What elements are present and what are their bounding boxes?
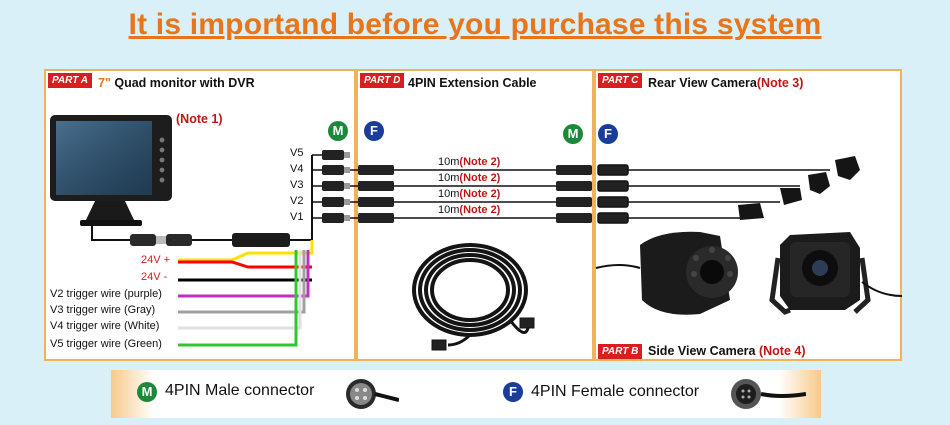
male-connector-label: 4PIN Male connector (165, 382, 315, 399)
male-plug-image (346, 379, 399, 409)
female-connector-icon: F (598, 124, 618, 144)
wire-label-24v-minus: 24V - (141, 271, 168, 283)
video-branches (312, 154, 322, 219)
note-1: (Note 1) (176, 112, 223, 126)
cable-label-2: 10m(Note 2) (438, 172, 501, 184)
side-camera-image (595, 231, 738, 315)
female-connector-icon: F (364, 121, 384, 141)
cable-label-1: 10m(Note 2) (438, 156, 501, 168)
part-d-title: 4PIN Extension Cable (408, 76, 537, 90)
rear-camera-image (769, 232, 903, 315)
female-connector-icon: F (503, 382, 523, 402)
part-b-tag: PART B (598, 344, 643, 359)
channel-label-v3: V3 (290, 179, 304, 191)
headline: It is importand before you purchase this… (128, 8, 822, 41)
part-c-tag: PART C (598, 73, 643, 88)
extension-cables (350, 165, 592, 223)
channel-label-v2: V2 (290, 195, 304, 207)
cable-label-3: 10m(Note 2) (438, 188, 501, 200)
part-c-title: Rear View Camera(Note 3) (648, 76, 804, 90)
cable-label-4: 10m(Note 2) (438, 204, 501, 216)
wire-label-v5-trigger: V5 trigger wire (Green) (50, 338, 162, 350)
harness-connector-1 (130, 234, 192, 246)
channel-label-v5: V5 (290, 147, 304, 159)
part-d-tag: PART D (360, 73, 405, 88)
male-connector-icon: M (563, 124, 583, 144)
panel-a-connectors (322, 150, 350, 223)
mini-cameras (738, 156, 860, 220)
wire-label-24v-plus: 24V + (141, 254, 171, 266)
camera-cables (597, 164, 830, 224)
male-connector-icon: M (137, 382, 157, 402)
part-a-title: 7" Quad monitor with DVR (98, 76, 255, 90)
coiled-cable-image (412, 243, 535, 351)
channel-label-v1: V1 (290, 211, 304, 223)
female-connector-label: 4PIN Female connector (531, 383, 700, 400)
male-connector-icon: M (328, 121, 348, 141)
wire-label-v4-trigger: V4 trigger wire (White) (50, 320, 160, 332)
wire-label-v3-trigger: V3 trigger wire (Gray) (50, 304, 156, 316)
part-a-tag: PART A (48, 73, 92, 88)
harness-box (232, 233, 290, 247)
connector-legend: M 4PIN Male connector F 4PIN Female conn… (111, 370, 821, 418)
trigger-wires (178, 240, 314, 347)
female-plug-image (731, 379, 806, 409)
monitor-image (50, 115, 172, 226)
panel-extension-cable: PART D 4PIN Extension Cable (356, 69, 594, 361)
wire-label-v2-trigger: V2 trigger wire (purple) (50, 288, 162, 300)
part-b-title: Side View Camera (Note 4) (648, 344, 806, 358)
channel-label-v4: V4 (290, 163, 304, 175)
